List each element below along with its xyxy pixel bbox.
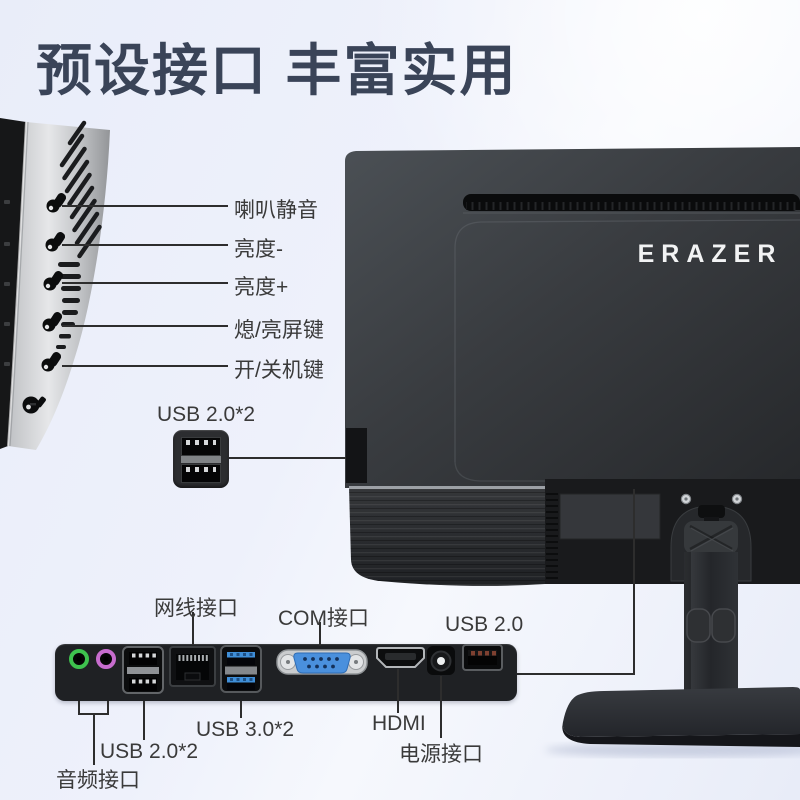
label-side-usb: USB 2.0*2 <box>157 403 256 426</box>
side-usb-ports-icon <box>173 430 229 488</box>
edge-highlight <box>7 121 27 447</box>
hdmi-port <box>376 647 425 668</box>
com-serial-port <box>276 649 368 675</box>
callout-line-hdmi <box>397 669 399 713</box>
lock-slot-icon <box>22 396 46 414</box>
callout-line-brightness-up <box>62 282 228 284</box>
usb20-single-port <box>462 644 503 671</box>
brightness-up-button <box>43 271 64 291</box>
callout-line-mute <box>62 205 228 207</box>
label-usb20-single: USB 2.0 <box>445 613 524 636</box>
callout-line-ethernet <box>192 612 194 645</box>
stand-column <box>684 552 738 730</box>
power-jack <box>427 646 455 675</box>
label-power-key: 开/关机键 <box>234 359 324 382</box>
usb20-dual-port <box>122 646 164 694</box>
back-seam <box>454 219 800 462</box>
page-title: 预设接口 丰富实用 <box>36 39 518 102</box>
callout-line-usb20-pair <box>143 701 145 740</box>
callout-line-com <box>319 622 321 646</box>
rear-port-strip <box>55 644 517 701</box>
chin-brushed-texture <box>349 487 545 586</box>
callout-line-strip-vertical <box>633 489 635 675</box>
bezel-icon-marks <box>4 200 10 366</box>
side-buttons-graphic <box>22 193 67 414</box>
hinge-latch <box>698 505 725 518</box>
side-edge-photo <box>0 118 110 450</box>
usb-divider <box>181 456 221 463</box>
mount-screws <box>680 493 743 505</box>
label-com: COM接口 <box>278 607 369 630</box>
label-usb20-pair: USB 2.0*2 <box>100 740 199 763</box>
chin-highlight <box>349 486 545 489</box>
callout-line-audio <box>93 713 95 765</box>
vent-highlight <box>463 212 800 214</box>
connector-recess <box>559 493 661 540</box>
label-screen-toggle: 熄/亮屏键 <box>234 319 324 342</box>
ethernet-port <box>169 646 216 687</box>
label-power-jack: 电源接口 <box>399 743 483 766</box>
base-front-edge <box>562 722 800 747</box>
label-brightness-down: 亮度- <box>234 238 283 261</box>
edge-groove <box>9 121 29 447</box>
monitor-rear-photo: ERAZER <box>345 147 800 757</box>
stand-base <box>562 687 800 737</box>
callout-line-strip-horizontal <box>517 673 635 675</box>
callout-line-usb30 <box>240 701 242 718</box>
usb-pins <box>186 440 216 445</box>
back-seam-bottom <box>454 461 545 482</box>
callout-line-brightness-down <box>62 244 228 246</box>
power-button <box>41 352 62 372</box>
side-metal-edge <box>8 122 110 450</box>
callout-bracket-audio-left <box>78 701 80 715</box>
usb-a-port <box>181 437 221 456</box>
label-ethernet: 网线接口 <box>154 597 238 620</box>
brand-logo: ERAZER <box>638 240 783 268</box>
usb-a-port <box>181 464 221 483</box>
brightness-down-button <box>45 232 66 252</box>
horizontal-vents <box>56 262 81 349</box>
cable-clip <box>686 608 736 643</box>
screen-toggle-button <box>42 312 63 332</box>
callout-bracket-audio-right <box>107 701 109 715</box>
callout-line-screen-toggle <box>62 325 228 327</box>
mic-jack <box>96 649 116 669</box>
label-usb30: USB 3.0*2 <box>196 718 295 741</box>
audio-out-jack <box>69 649 89 669</box>
callout-line-side-usb <box>229 457 346 459</box>
diagonal-vents <box>59 120 102 259</box>
hinge-knob <box>684 521 738 554</box>
rear-ports-graphic <box>69 644 503 694</box>
label-hdmi: HDMI <box>372 712 426 735</box>
usb-pins <box>186 467 216 472</box>
callout-line-power <box>62 365 228 367</box>
label-audio: 音频接口 <box>56 769 140 792</box>
callout-line-power-jack <box>440 676 442 738</box>
column-shade <box>684 552 691 730</box>
usb30-dual-port <box>220 645 262 693</box>
bottom-vent-column <box>546 489 558 581</box>
mute-button <box>46 193 67 213</box>
base-shadow <box>545 743 800 757</box>
side-usb-notch <box>346 428 367 483</box>
label-mute: 喇叭静音 <box>234 199 318 222</box>
label-brightness-up: 亮度+ <box>234 276 289 299</box>
top-vent-comb <box>466 202 800 210</box>
